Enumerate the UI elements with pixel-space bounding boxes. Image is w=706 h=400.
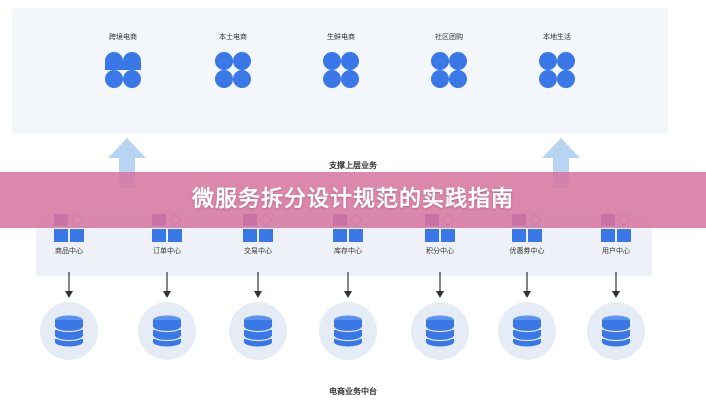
app-label: 社区团购 bbox=[435, 33, 463, 41]
up-arrow-icon bbox=[108, 138, 146, 188]
database-node bbox=[229, 302, 287, 360]
down-arrow-icon bbox=[436, 272, 444, 298]
clover-icon bbox=[105, 52, 141, 88]
database-node bbox=[411, 302, 469, 360]
service-label: 交易中心 bbox=[244, 247, 272, 255]
database-icon bbox=[243, 315, 273, 347]
app-label: 本土电商 bbox=[219, 33, 247, 41]
clover-icon bbox=[431, 52, 467, 88]
app-label: 本地生活 bbox=[543, 33, 571, 41]
database-node bbox=[498, 302, 556, 360]
app-label: 跨境电商 bbox=[109, 33, 137, 41]
database-icon bbox=[152, 315, 182, 347]
down-arrow-icon bbox=[254, 272, 262, 298]
database-node bbox=[319, 302, 377, 360]
title-banner: 微服务拆分设计规范的实践指南 bbox=[0, 172, 706, 228]
down-arrow-icon bbox=[612, 272, 620, 298]
down-arrow-icon bbox=[65, 272, 73, 298]
down-arrow-icon bbox=[163, 272, 171, 298]
app-cross-border: 跨境电商 bbox=[88, 32, 158, 90]
banner-title: 微服务拆分设计规范的实践指南 bbox=[191, 187, 514, 212]
service-label: 用户中心 bbox=[602, 247, 630, 255]
service-label: 订单中心 bbox=[153, 247, 181, 255]
service-label: 库存中心 bbox=[334, 247, 362, 255]
database-icon bbox=[333, 315, 363, 347]
database-node bbox=[40, 302, 98, 360]
support-label: 支撑上层业务 bbox=[329, 161, 377, 170]
down-arrow-icon bbox=[344, 272, 352, 298]
app-community: 社区团购 bbox=[414, 32, 484, 90]
database-icon bbox=[425, 315, 455, 347]
service-label: 商品中心 bbox=[55, 247, 83, 255]
database-icon bbox=[54, 315, 84, 347]
database-node bbox=[587, 302, 645, 360]
app-local: 本土电商 bbox=[198, 32, 268, 90]
app-local-life: 本地生活 bbox=[522, 32, 592, 90]
up-arrow-icon bbox=[542, 138, 580, 188]
clover-icon bbox=[539, 52, 575, 88]
clover-icon bbox=[215, 52, 251, 88]
footer-label: 电商业务中台 bbox=[329, 387, 377, 396]
database-icon bbox=[601, 315, 631, 347]
down-arrow-icon bbox=[523, 272, 531, 298]
app-label: 生鲜电商 bbox=[327, 33, 355, 41]
database-icon bbox=[512, 315, 542, 347]
business-apps-panel bbox=[12, 8, 668, 134]
service-label: 优惠券中心 bbox=[509, 247, 545, 255]
app-fresh: 生鲜电商 bbox=[306, 32, 376, 90]
database-node bbox=[138, 302, 196, 360]
service-label: 积分中心 bbox=[426, 247, 454, 255]
clover-icon bbox=[323, 52, 359, 88]
